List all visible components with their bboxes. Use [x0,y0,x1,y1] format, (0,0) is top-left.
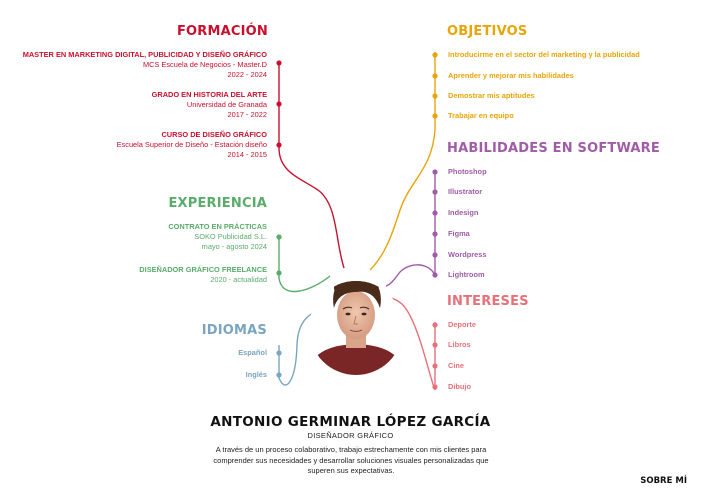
intereses-item: Deporte [448,320,476,329]
formacion-item-place: MCS Escuela de Negocios - Master.D [142,60,267,69]
objetivos-item: Aprender y mejorar mis habilidades [448,71,574,80]
experiencia-dot-1 [276,234,282,240]
software-dot-5 [432,252,438,258]
idiomas-dot-2 [276,372,282,378]
intereses-dot-3 [432,363,438,369]
formacion-item-title: CURSO DE DISEÑO GRÁFICO [161,130,267,139]
software-item: Wordpress [448,250,487,259]
experiencia-item-1: CONTRATO EN PRÁCTICAS SOKO Publicidad S.… [168,222,267,252]
formacion-item-title: GRADO EN HISTORIA DEL ARTE [151,90,267,99]
experiencia-dot-2 [276,270,282,276]
formacion-item-years: 2014 - 2015 [227,150,267,159]
software-item: Photoshop [448,167,487,176]
software-title: HABILIDADES EN SOFTWARE [447,141,660,156]
objetivos-item: Trabajar en equipo [448,111,514,120]
software-dot-3 [432,210,438,216]
software-dot-1 [432,169,438,175]
objetivos-dot-4 [432,113,438,119]
experiencia-item-years: 2020 - actualidad [210,275,267,284]
experiencia-title: EXPERIENCIA [168,196,267,211]
experiencia-item-title: DISEÑADOR GRÁFICO FREELANCE [139,265,267,274]
formacion-connector [278,63,345,269]
formacion-item-title: MASTER EN MARKETING DIGITAL, PUBLICIDAD … [22,50,267,59]
software-dot-2 [432,189,438,195]
profile-description: A través de un proceso colaborativo, tra… [213,445,489,475]
software-item: Indesign [448,208,479,217]
profile-block: ANTONIO GERMINAR LÓPEZ GARCÍA DISEÑADOR … [0,414,701,440]
formacion-dot-2 [276,101,282,107]
software-connector [385,170,436,287]
objetivos-item: Demostrar mis aptitudes [448,91,535,100]
experiencia-item-title: CONTRATO EN PRÁCTICAS [168,222,267,231]
experiencia-item-place: SOKO Publicidad S.L. [194,232,267,241]
formacion-item-1: MASTER EN MARKETING DIGITAL, PUBLICIDAD … [23,50,267,80]
software-dot-6 [432,272,438,278]
experiencia-connector [278,237,331,293]
objetivos-dot-1 [432,52,438,58]
intereses-dot-2 [432,342,438,348]
footer-label: SOBRE MÍ [640,476,687,486]
intereses-item: Libros [448,340,471,349]
idiomas-title: IDIOMAS [201,323,267,338]
formacion-item-3: CURSO DE DISEÑO GRÁFICO Escuela Superior… [117,130,267,160]
formacion-item-place: Universidad de Granada [186,100,267,109]
software-item: Lightroom [448,270,485,279]
idiomas-item: Español [238,348,267,357]
intereses-dot-4 [432,384,438,390]
experiencia-item-years: mayo - agosto 2024 [201,242,267,251]
intereses-item: Dibujo [448,382,471,391]
profile-photo [309,281,403,375]
software-dot-4 [432,231,438,237]
formacion-dot-3 [276,142,282,148]
profile-name: ANTONIO GERMINAR LÓPEZ GARCÍA [210,414,491,430]
formacion-item-years: 2022 - 2024 [227,70,267,79]
intereses-dot-1 [432,322,438,328]
formacion-dot-1 [276,60,282,66]
objetivos-dot-3 [432,93,438,99]
formacion-item-place: Escuela Superior de Diseño - Estación di… [116,140,267,149]
idiomas-item: Inglés [245,370,267,379]
software-item: Figma [448,229,470,238]
profile-role: DISEÑADOR GRÁFICO [307,431,394,440]
objetivos-connector [369,52,436,271]
formacion-item-2: GRADO EN HISTORIA DEL ARTE Universidad d… [152,90,267,120]
experiencia-item-2: DISEÑADOR GRÁFICO FREELANCE 2020 - actua… [139,265,267,285]
objetivos-title: OBJETIVOS [447,24,528,39]
intereses-item: Cine [448,361,465,370]
software-item: Illustrator [448,187,483,196]
objetivos-dot-2 [432,73,438,79]
intereses-title: INTERESES [447,294,529,309]
formacion-title: FORMACIÓN [176,24,268,39]
objetivos-item: Introducirme en el sector del marketing … [448,50,640,59]
idiomas-dot-1 [276,350,282,356]
formacion-item-years: 2017 - 2022 [227,110,267,119]
